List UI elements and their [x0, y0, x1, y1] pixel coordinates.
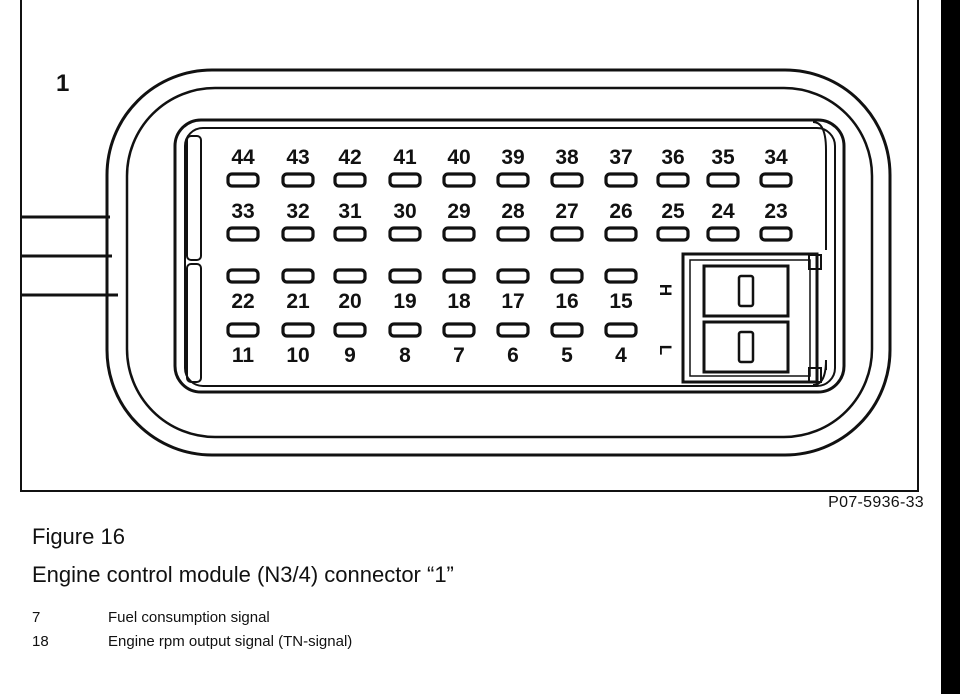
pin-5-socket — [550, 322, 584, 338]
pin-11-label: 11 — [232, 344, 255, 367]
low-side-mark: L — [656, 345, 675, 355]
pin-19-label: 19 — [393, 290, 416, 313]
pin-28-label: 28 — [501, 200, 525, 223]
pin-26-label: 26 — [609, 200, 632, 223]
pin-29-label: 29 — [447, 200, 470, 223]
pin-35-socket — [706, 172, 740, 188]
connector-leads — [20, 215, 118, 297]
legend-description: Fuel consumption signal — [108, 609, 270, 626]
legend-pin: 18 — [32, 633, 49, 650]
pin-6-socket — [496, 322, 530, 338]
legend-row: 18 Engine rpm output signal (TN-signal) — [32, 633, 352, 657]
pin-19-socket — [388, 268, 422, 284]
pin-22-socket — [226, 268, 260, 284]
pin-18-label: 18 — [447, 290, 471, 313]
pin-32-socket — [281, 226, 315, 242]
pin-25-socket — [656, 226, 690, 242]
pin-28-socket — [496, 226, 530, 242]
pin-17-label: 17 — [501, 290, 524, 313]
pin-39-label: 39 — [501, 146, 524, 169]
figure-caption: Engine control module (N3/4) connector “… — [32, 562, 454, 587]
coding-block — [681, 252, 822, 384]
legend-description: Engine rpm output signal (TN-signal) — [108, 633, 353, 650]
pin-10-socket — [281, 322, 315, 338]
pin-32-label: 32 — [286, 200, 309, 223]
figure-frame — [20, 0, 919, 492]
pin-15-socket — [604, 268, 638, 284]
pin-4-label: 4 — [615, 344, 627, 367]
pin-8-socket — [388, 322, 422, 338]
pin-36-label: 36 — [661, 146, 684, 169]
pin-30-label: 30 — [393, 200, 416, 223]
pin-23-label: 23 — [764, 200, 787, 223]
pin-43-label: 43 — [286, 146, 309, 169]
legend-row: 7 Fuel consumption signal — [32, 609, 352, 633]
pin-20-socket — [333, 268, 367, 284]
pin-27-socket — [550, 226, 584, 242]
legend-pin: 7 — [32, 609, 41, 626]
pin-16-socket — [550, 268, 584, 284]
pin-40-socket — [442, 172, 476, 188]
pin-34-label: 34 — [764, 146, 788, 169]
pin-20-label: 20 — [338, 290, 361, 313]
pin-44-label: 44 — [231, 146, 255, 169]
pin-10-label: 10 — [286, 344, 309, 367]
legend-table: 7 Fuel consumption signal 18 Engine rpm … — [32, 609, 352, 657]
page-edge-bar — [941, 0, 960, 694]
pin-41-socket — [388, 172, 422, 188]
pin-38-label: 38 — [555, 146, 579, 169]
pin-34-socket — [759, 172, 793, 188]
pin-26-socket — [604, 226, 638, 242]
pin-35-label: 35 — [711, 146, 735, 169]
pin-25-label: 25 — [661, 200, 685, 223]
connector-housing — [105, 68, 892, 457]
pin-8-label: 8 — [399, 344, 411, 367]
pin-44-socket — [226, 172, 260, 188]
pin-16-label: 16 — [555, 290, 578, 313]
pin-23-socket — [759, 226, 793, 242]
high-side-mark: H — [656, 284, 675, 296]
pin-7-socket — [442, 322, 476, 338]
pin-38-socket — [550, 172, 584, 188]
pin-15-label: 15 — [609, 290, 633, 313]
pin-6-label: 6 — [507, 344, 519, 367]
pin-31-socket — [333, 226, 367, 242]
pin-42-socket — [333, 172, 367, 188]
pin-37-label: 37 — [609, 146, 632, 169]
pin-43-socket — [281, 172, 315, 188]
pin-24-label: 24 — [711, 200, 735, 223]
pin-42-label: 42 — [338, 146, 361, 169]
figure-title: Figure 16 — [32, 524, 125, 549]
pin-31-label: 31 — [338, 200, 362, 223]
pin-17-socket — [496, 268, 530, 284]
pin-7-label: 7 — [453, 344, 465, 367]
pin-30-socket — [388, 226, 422, 242]
pin-37-socket — [604, 172, 638, 188]
pin-5-label: 5 — [561, 344, 573, 367]
pin-40-label: 40 — [447, 146, 470, 169]
pin-11-socket — [226, 322, 260, 338]
pin-41-label: 41 — [393, 146, 417, 169]
pin-24-socket — [706, 226, 740, 242]
pin-9-socket — [333, 322, 367, 338]
pin-21-socket — [281, 268, 315, 284]
pin-4-socket — [604, 322, 638, 338]
pin-21-label: 21 — [286, 290, 310, 313]
pin-27-label: 27 — [555, 200, 578, 223]
pin-29-socket — [442, 226, 476, 242]
pin-39-socket — [496, 172, 530, 188]
pin-array: 44 43 42 41 40 39 38 37 36 35 34 33 32 31 30 29 28 27 26 25… — [226, 146, 793, 367]
connector-diagram: 1 44 43 42 41 40 39 38 37 36 35 34 33 32 31 30 29 28 27 26… — [20, 68, 892, 457]
pin-36-socket — [656, 172, 690, 188]
pin-9-label: 9 — [344, 344, 356, 367]
pin-33-socket — [226, 226, 260, 242]
connector-number: 1 — [56, 70, 69, 97]
pin-22-label: 22 — [231, 290, 254, 313]
pin-18-socket — [442, 268, 476, 284]
reference-code: P07-5936-33 — [828, 494, 924, 511]
pin-33-label: 33 — [231, 200, 254, 223]
